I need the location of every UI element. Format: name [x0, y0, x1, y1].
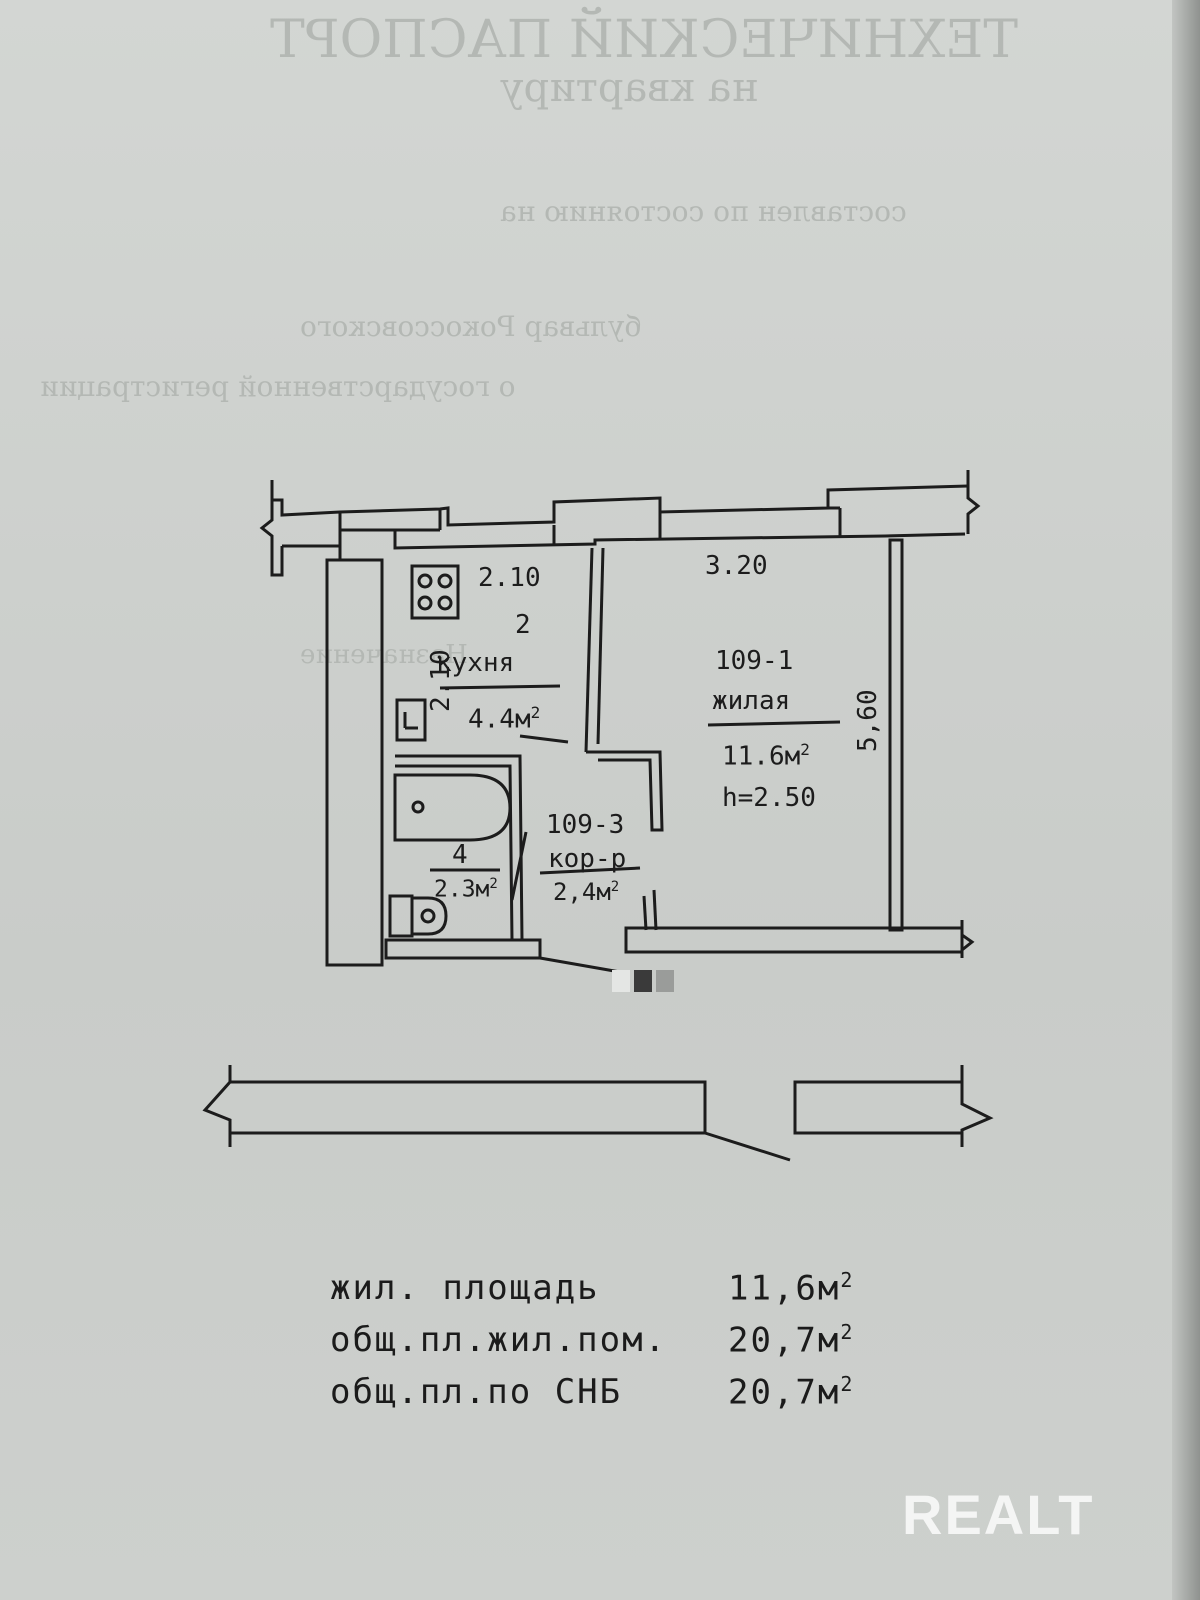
stove-symbol: [410, 564, 460, 620]
bathroom-room-number: 4: [452, 840, 468, 870]
left-wall: [325, 545, 384, 967]
corridor-fraction-line: [539, 866, 641, 875]
summary-label: общ.пл.по СНБ: [330, 1372, 623, 1412]
kitchen-fraction-line: [439, 684, 561, 690]
bottom-wall: [384, 920, 975, 974]
partition-kitchen-living: [584, 547, 664, 832]
living-length-dimension: 5,60: [853, 689, 883, 752]
toilet-symbol: [388, 894, 448, 938]
right-wall: [888, 538, 904, 932]
sink-symbol: [395, 698, 427, 742]
ceiling-height: h=2.50: [722, 783, 816, 813]
corridor-area: 2,4м2: [553, 878, 620, 906]
page-edge: [1172, 0, 1200, 1600]
living-room-number: 109-1: [715, 646, 794, 676]
kitchen-room-name: кухня: [436, 648, 515, 678]
living-width-dimension: 3.20: [705, 551, 768, 581]
redacted-mark: [612, 970, 692, 992]
kitchen-area: 4.4м2: [468, 703, 541, 735]
living-room-name: жилая: [712, 686, 791, 716]
top-wall: [259, 470, 981, 577]
kitchen-width-dimension: 2.10: [478, 563, 541, 593]
summary-value: 11,6м2: [728, 1268, 855, 1309]
bathtub-symbol: [393, 773, 512, 842]
stair-wall: [202, 1065, 994, 1162]
bathroom-walls: [395, 734, 658, 941]
bathroom-area: 2.3м2: [434, 876, 498, 903]
corridor-room-name: кор-р: [548, 844, 627, 874]
summary-value: 20,7м2: [728, 1320, 855, 1361]
living-fraction-line: [707, 720, 841, 727]
kitchen-room-number: 2: [515, 610, 531, 640]
summary-label: жил. площадь: [330, 1268, 600, 1308]
summary-value: 20,7м2: [728, 1372, 855, 1413]
corridor-room-number: 109-3: [546, 810, 625, 840]
summary-label: общ.пл.жил.пом.: [330, 1320, 668, 1360]
living-area: 11.6м2: [722, 740, 810, 772]
realt-watermark-logo: REALT: [902, 1483, 1095, 1546]
